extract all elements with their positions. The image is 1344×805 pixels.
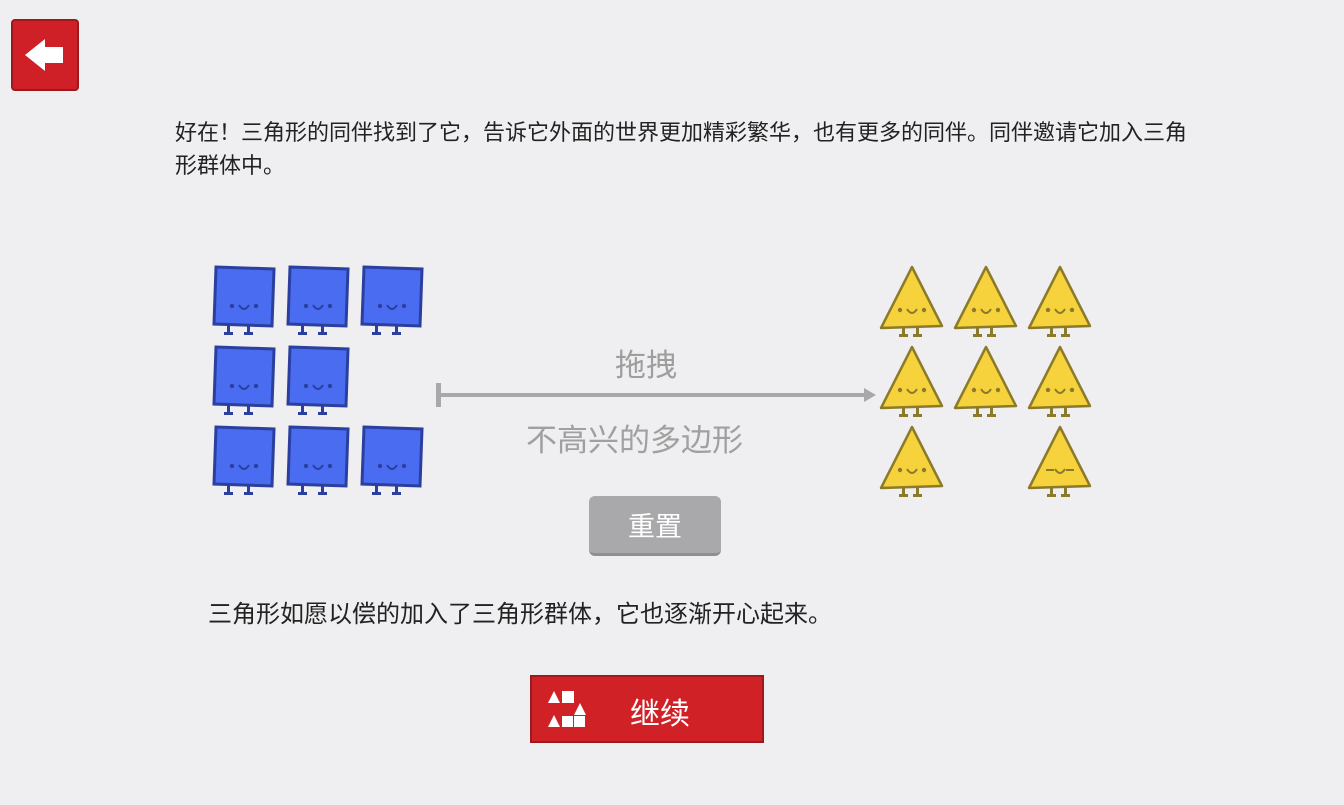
square-polygon[interactable] [284, 262, 354, 342]
square-polygon[interactable] [284, 342, 354, 422]
triangle-polygon[interactable] [950, 262, 1020, 342]
square-polygon[interactable] [284, 422, 354, 502]
square-group [210, 262, 440, 502]
result-text: 三角形如愿以偿的加入了三角形群体，它也逐渐开心起来。 [208, 600, 832, 628]
triangle-polygon[interactable] [950, 342, 1020, 422]
triangle-polygon[interactable] [1024, 262, 1094, 342]
square-polygon[interactable] [210, 422, 280, 502]
continue-label: 继续 [630, 697, 690, 732]
triangle-polygon[interactable] [1024, 422, 1094, 502]
back-button[interactable] [11, 19, 79, 91]
triangle-polygon[interactable] [876, 262, 946, 342]
shapes-icon [548, 691, 586, 727]
arrow-left-icon [25, 39, 63, 71]
unhappy-polygons-label: 不高兴的多边形 [526, 423, 743, 459]
square-polygon[interactable] [210, 342, 280, 422]
square-polygon[interactable] [358, 262, 428, 342]
triangle-polygon[interactable] [876, 422, 946, 502]
triangle-polygon[interactable] [876, 342, 946, 422]
continue-button[interactable]: 继续 [530, 675, 764, 743]
intro-text: 好在！三角形的同伴找到了它，告诉它外面的世界更加精彩繁华，也有更多的同伴。同伴邀… [175, 121, 1188, 179]
triangle-polygon[interactable] [1024, 342, 1094, 422]
reset-button[interactable]: 重置 [589, 496, 721, 556]
square-polygon[interactable] [358, 422, 428, 502]
drag-label: 拖拽 [615, 348, 677, 384]
triangle-group [876, 262, 1106, 502]
square-polygon[interactable] [210, 262, 280, 342]
drag-arrow-icon [436, 383, 876, 407]
